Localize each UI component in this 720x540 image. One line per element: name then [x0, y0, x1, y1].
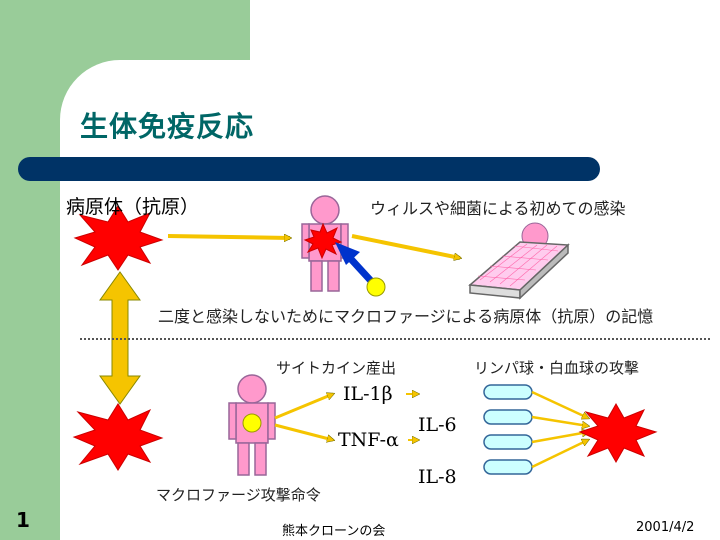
slide-number: 1 — [16, 508, 30, 532]
label-lymphocyte-attack: リンパ球・白血球の攻撃 — [474, 359, 640, 377]
label-first-infection: ウィルスや細菌による初めての感染 — [370, 199, 626, 218]
attack-arrows — [531, 390, 588, 469]
cytokine-arrow-il1b — [274, 394, 333, 420]
lymphocyte-cells — [483, 384, 533, 475]
infection-arrow-2 — [351, 234, 460, 258]
infection-arrow-1 — [167, 236, 290, 238]
macrophage-person-figure — [228, 374, 276, 476]
label-pathogen: 病原体（抗原） — [66, 196, 200, 218]
pathogen-target-starburst — [578, 402, 658, 464]
section-divider — [80, 338, 710, 340]
pathogen-starburst-top — [73, 205, 164, 271]
pathogen-starburst-bottom — [72, 403, 164, 471]
sick-person-in-bed — [468, 222, 570, 300]
slide-title: 生体免疫反応 — [80, 110, 255, 143]
footer-organization: 熊本クローンの会 — [282, 524, 386, 539]
sidebar-green-bar — [0, 0, 60, 540]
label-il1b: IL-1β — [343, 383, 393, 405]
label-macrophage-command: マクロファージ攻撃命令 — [156, 486, 321, 504]
footer-date: 2001/4/2 — [636, 520, 695, 535]
label-tnf: TNF-α — [338, 429, 399, 451]
macrophage-blue-arrow — [347, 255, 375, 285]
pathogen-in-body — [303, 222, 343, 260]
macrophage-cell-top — [366, 277, 386, 297]
label-il6: IL-6 — [418, 414, 457, 436]
cytokine-arrow-tnf — [274, 423, 333, 440]
content-panel — [60, 60, 720, 540]
label-cytokine: サイトカイン産出 — [276, 359, 397, 377]
label-memory: 二度と感染しないためにマクロファージによる病原体（抗原）の記憶 — [158, 307, 654, 326]
macrophage-blue-arrowhead — [335, 242, 360, 265]
title-underline-bar — [18, 157, 600, 181]
label-il8: IL-8 — [418, 466, 457, 488]
